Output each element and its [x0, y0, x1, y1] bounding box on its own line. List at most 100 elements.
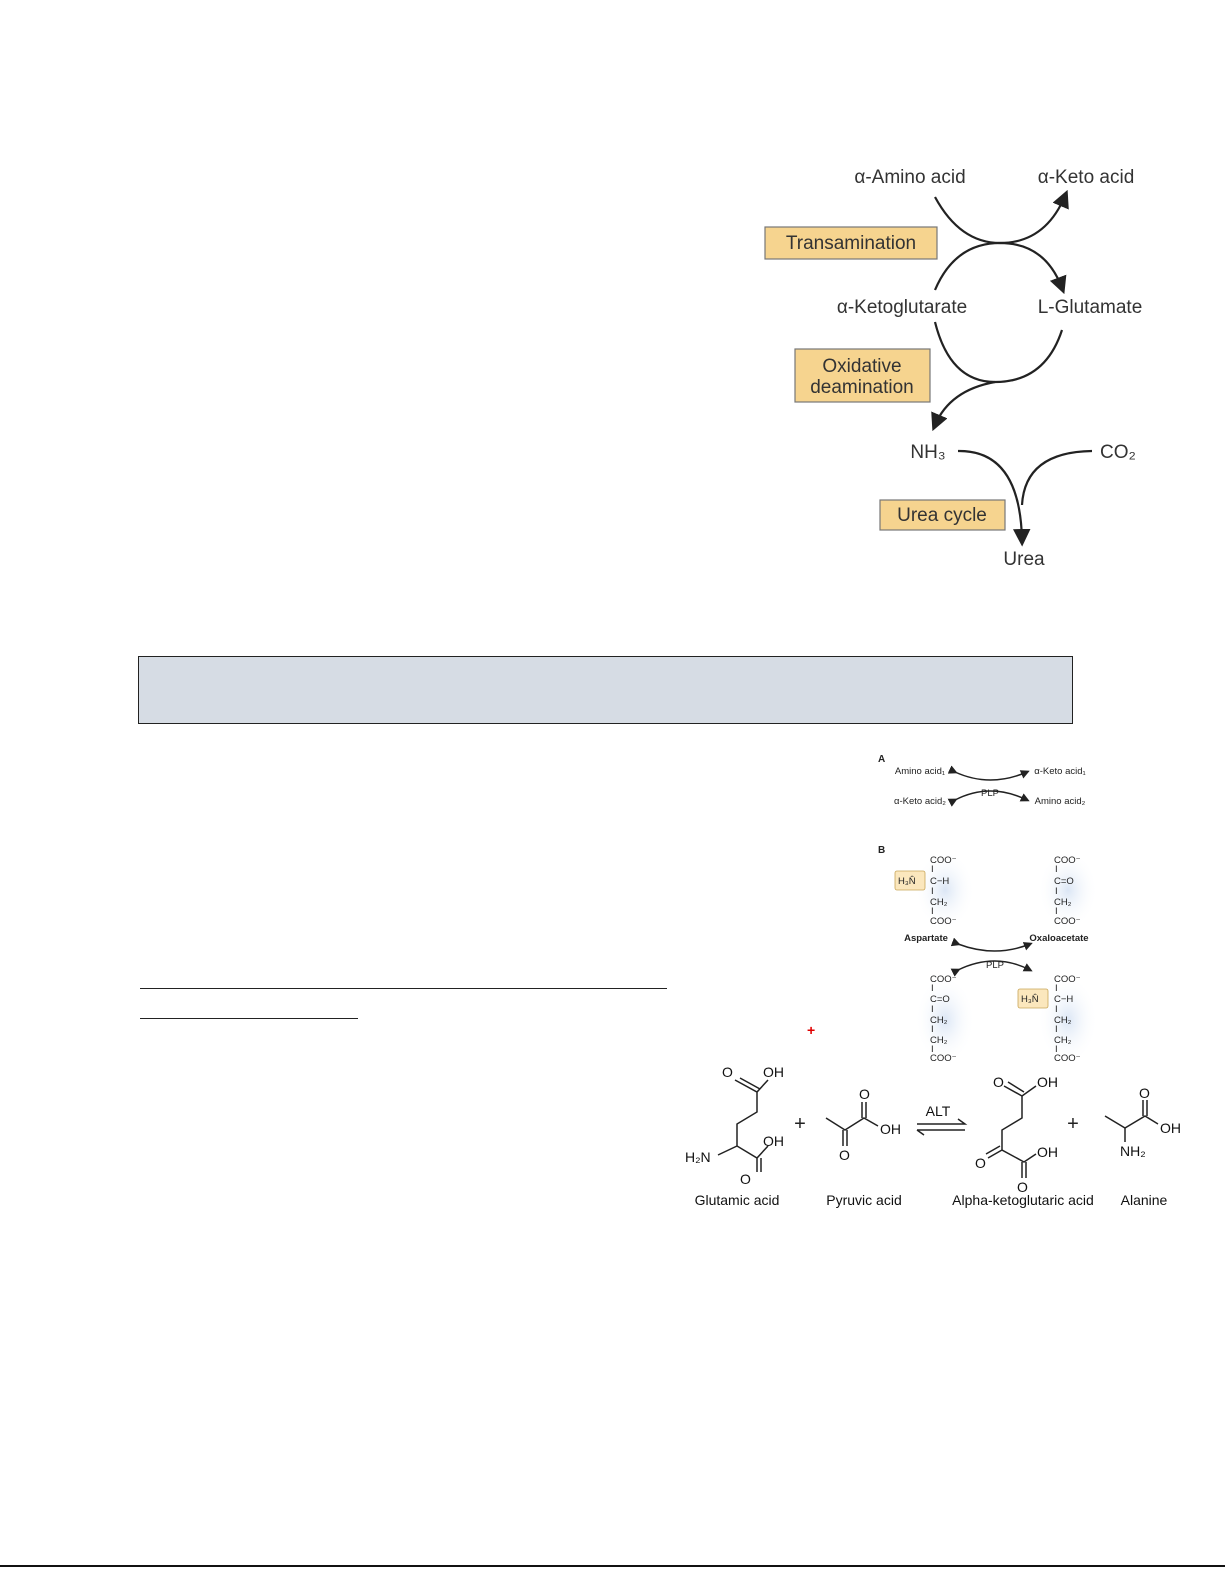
- label-nh3: NH₃: [910, 442, 945, 463]
- asp-coo-top: COO⁻: [930, 855, 957, 866]
- atom-oh: OH: [763, 1064, 784, 1080]
- arrow-nh3-to-urea: [957, 449, 1031, 547]
- bond: I: [931, 886, 934, 897]
- label-plp-b: PLP: [986, 960, 1004, 971]
- label-oxidative: Oxidative: [822, 356, 901, 377]
- label-glutamic-acid: Glutamic acid: [695, 1192, 780, 1208]
- atom-oh: OH: [880, 1121, 901, 1137]
- arrow-b-bottom: [950, 960, 1033, 977]
- label-keto-acid-1: α-Keto acid₁: [1034, 766, 1085, 777]
- bond: I: [1055, 1024, 1058, 1035]
- atom-o: O: [722, 1064, 733, 1080]
- atom-h2n: H₂N: [685, 1149, 711, 1165]
- urea-cycle-box: [879, 499, 1006, 531]
- atom-o: O: [993, 1074, 1004, 1090]
- label-pyruvic-acid: Pyruvic acid: [826, 1192, 901, 1208]
- glu-ch2-2: CH₂: [1054, 1035, 1072, 1046]
- bond: I: [931, 1024, 934, 1035]
- asp-ch: C−H: [930, 876, 949, 887]
- asp-h3n: H₃N̂: [898, 875, 916, 887]
- bond: I: [1055, 1004, 1058, 1015]
- glu-coo-top: COO⁻: [1054, 974, 1081, 985]
- oxidative-deamination-box: [794, 348, 931, 403]
- oaa-coo-top: COO⁻: [1054, 855, 1081, 866]
- label-alpha-ketoglutarate: α-Ketoglutarate: [837, 297, 967, 318]
- akg-co: C=O: [930, 994, 950, 1005]
- atom-o: O: [1139, 1085, 1150, 1101]
- underline-blank-1: [140, 988, 667, 989]
- arrow-a-bottom: [947, 790, 1030, 807]
- alpha-ketoglutaric-acid-structure: O OH O OH O: [975, 1074, 1058, 1195]
- atom-nh2: NH₂: [1120, 1143, 1146, 1159]
- bond: I: [1055, 864, 1058, 875]
- label-plp-a: PLP: [981, 788, 999, 799]
- glu-h3n: H₃N̂: [1021, 993, 1039, 1005]
- atom-o: O: [859, 1086, 870, 1102]
- asp-coo-bottom: COO⁻: [930, 916, 957, 927]
- alt-reaction: O OH OH H₂N O + O OH O ALT O OH O OH O +: [685, 1064, 1181, 1208]
- label-alpha-keto-acid: α-Keto acid: [1038, 167, 1135, 188]
- amino-group-highlight: [894, 870, 926, 891]
- label-deamination: deamination: [810, 377, 914, 398]
- atom-o: O: [1017, 1179, 1028, 1195]
- label-amino-acid-1: Amino acid₁: [895, 766, 945, 777]
- transamination-box: [764, 226, 938, 260]
- glu-ch: C−H: [1054, 994, 1073, 1005]
- akg-coo-top: COO⁻: [930, 974, 957, 985]
- panel-b-label: B: [878, 845, 885, 856]
- plus-sign: +: [794, 1113, 806, 1135]
- label-urea-cycle: Urea cycle: [897, 505, 987, 526]
- enzyme-alt: ALT: [926, 1103, 951, 1119]
- bond: I: [1055, 1044, 1058, 1055]
- atom-o: O: [740, 1171, 751, 1187]
- plus-sign: +: [1067, 1113, 1079, 1135]
- label-transamination: Transamination: [786, 233, 916, 254]
- arrow-kg-to-glutamate: [933, 241, 1067, 295]
- glu-coo-bottom: COO⁻: [1054, 1053, 1081, 1064]
- label-l-glutamate: L-Glutamate: [1038, 297, 1143, 318]
- akg-coo-bottom: COO⁻: [930, 1053, 957, 1064]
- asp-ch2: CH₂: [930, 897, 948, 908]
- amino-acid-catabolism-diagram: α-Amino acid α-Keto acid Transamination …: [764, 167, 1143, 570]
- label-urea: Urea: [1003, 549, 1045, 570]
- atom-oh: OH: [1160, 1120, 1181, 1136]
- label-keto-acid-2: α-Keto acid₂: [894, 796, 946, 807]
- arc-co2-to-urea: [1020, 449, 1093, 506]
- arrow-to-nh3: [931, 380, 996, 432]
- label-alanine: Alanine: [1121, 1192, 1168, 1208]
- label-aspartate: Aspartate: [904, 933, 948, 944]
- atom-oh: OH: [763, 1133, 784, 1149]
- oaa-ch2: CH₂: [1054, 897, 1072, 908]
- bond: I: [1055, 983, 1058, 994]
- section-header-box: [138, 656, 1073, 724]
- akg-ch2-2: CH₂: [930, 1035, 948, 1046]
- transamination-panels: A Amino acid₁ α-Keto acid₁ α-Keto acid₂ …: [878, 754, 1098, 1065]
- panel-a-label: A: [878, 754, 885, 765]
- oaa-coo-bottom: COO⁻: [1054, 916, 1081, 927]
- bond: I: [1055, 886, 1058, 897]
- glutamic-acid-structure: O OH OH H₂N O: [685, 1064, 784, 1187]
- underline-blank-2: [140, 1018, 358, 1019]
- atom-o: O: [975, 1155, 986, 1171]
- akg-ch2-1: CH₂: [930, 1015, 948, 1026]
- bond: I: [931, 1044, 934, 1055]
- label-co2: CO₂: [1100, 442, 1136, 463]
- equilibrium-arrow: [916, 1118, 968, 1136]
- atom-o: O: [839, 1147, 850, 1163]
- label-alpha-ketoglutaric-acid: Alpha-ketoglutaric acid: [952, 1192, 1094, 1208]
- oaa-co: C=O: [1054, 876, 1074, 887]
- atom-oh: OH: [1037, 1074, 1058, 1090]
- red-plus-marker: +: [807, 1022, 816, 1038]
- alanine-structure: O OH NH₂: [1104, 1085, 1181, 1159]
- bond: I: [931, 1004, 934, 1015]
- label-oxaloacetate: Oxaloacetate: [1029, 933, 1088, 944]
- arrow-amino-to-keto: [934, 189, 1069, 245]
- arrow-b-top: [950, 937, 1033, 952]
- bond: I: [931, 983, 934, 994]
- arc-glutamate-to-kg: [933, 321, 1064, 384]
- footer-rule: [0, 1565, 1225, 1567]
- label-alpha-amino-acid: α-Amino acid: [854, 167, 965, 188]
- bond: I: [1055, 906, 1058, 917]
- bond: I: [931, 906, 934, 917]
